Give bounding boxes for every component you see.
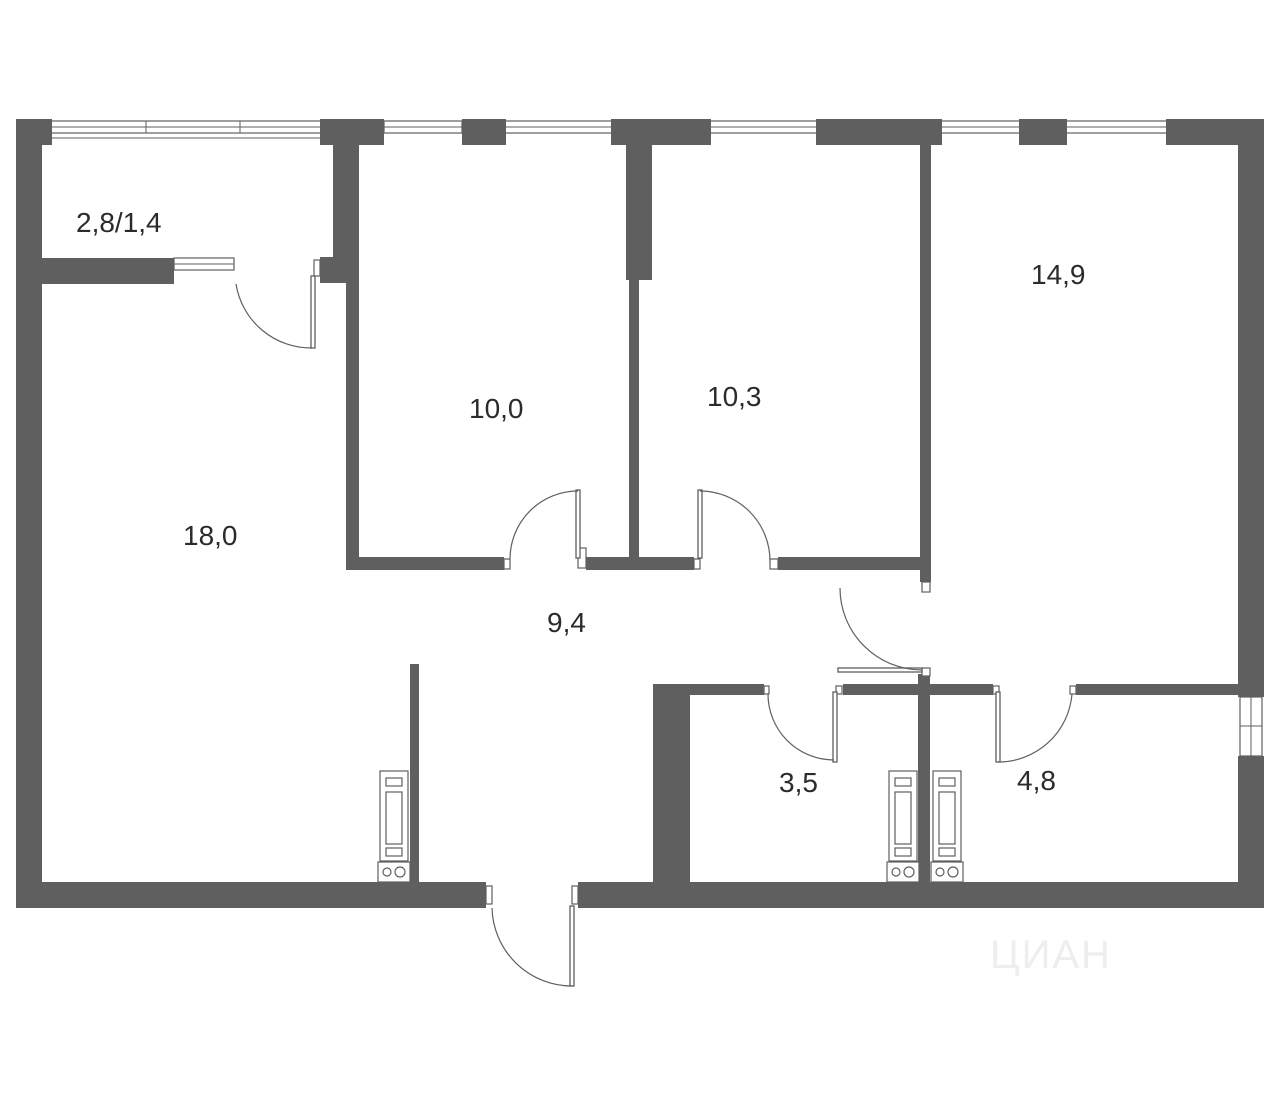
watermark: ЦИАН	[990, 933, 1112, 977]
doors	[235, 275, 1073, 987]
area-bedroom-1: 10,0	[469, 393, 524, 424]
door-bathroom-1	[767, 691, 838, 763]
door-entrance	[491, 905, 575, 987]
radiator-bathroom-1	[886, 770, 920, 883]
door-jambs	[173, 257, 1077, 905]
door-bedroom-3	[837, 587, 923, 673]
door-bedroom-2	[697, 489, 771, 562]
area-bedroom-2: 10,3	[707, 381, 762, 412]
exterior-walls	[16, 119, 1264, 908]
window-right	[1239, 696, 1263, 757]
door-bedroom-1	[509, 489, 581, 560]
door-balcony	[235, 275, 316, 349]
area-bedroom-3: 14,9	[1031, 259, 1086, 290]
area-bathroom-1: 3,5	[779, 767, 818, 798]
interior-walls	[16, 145, 1240, 884]
radiator-bathroom-2	[930, 770, 964, 883]
watermark-text: ЦИАН	[990, 933, 1112, 977]
door-bathroom-2	[995, 691, 1073, 763]
area-balcony: 2,8/1,4	[76, 207, 162, 238]
windows-top	[49, 120, 1169, 139]
room-labels: 2,8/1,4 18,0 10,0 10,3 14,9 9,4 3,5 4,8	[76, 207, 1086, 798]
area-hallway: 9,4	[547, 607, 586, 638]
radiator-living	[377, 770, 411, 883]
area-bathroom-2: 4,8	[1017, 765, 1056, 796]
area-living: 18,0	[183, 520, 238, 551]
